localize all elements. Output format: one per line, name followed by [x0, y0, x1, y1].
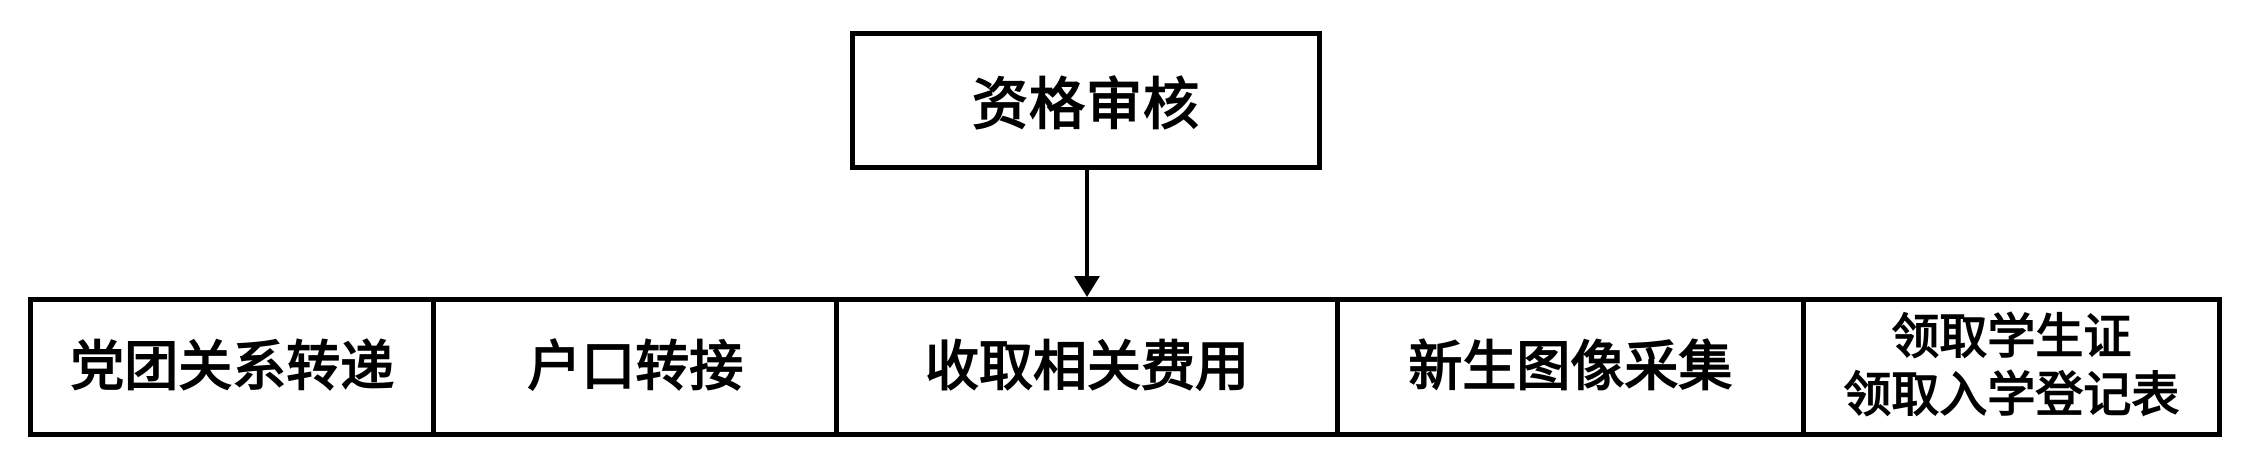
cell-fee-collection: 收取相关费用 — [833, 302, 1335, 432]
cell-student-id-and-enrollment-form-pickup: 领取学生证 领取入学登记表 — [1800, 302, 2217, 432]
cell-party-league-relation-transfer: 党团关系转递 — [33, 302, 431, 432]
down-arrow-stem — [1085, 170, 1089, 280]
cell-freshman-image-capture: 新生图像采集 — [1335, 302, 1801, 432]
cell-label: 收取相关费用 — [925, 337, 1250, 397]
down-arrow-icon — [1074, 276, 1100, 297]
cell-label: 党团关系转递 — [70, 337, 395, 397]
cell-label: 新生图像采集 — [1408, 337, 1733, 397]
qualification-review-label: 资格审核 — [972, 73, 1200, 136]
qualification-review-box: 资格审核 — [850, 31, 1322, 170]
process-steps-row: 党团关系转递 户口转接 收取相关费用 新生图像采集 领取学生证 领取入学登记表 — [28, 297, 2222, 437]
cell-label: 户口转接 — [527, 337, 744, 397]
cell-label-line2: 领取入学登记表 — [1843, 369, 2180, 422]
cell-household-registration-transfer: 户口转接 — [431, 302, 833, 432]
cell-label-line1: 领取学生证 — [1891, 311, 2132, 364]
